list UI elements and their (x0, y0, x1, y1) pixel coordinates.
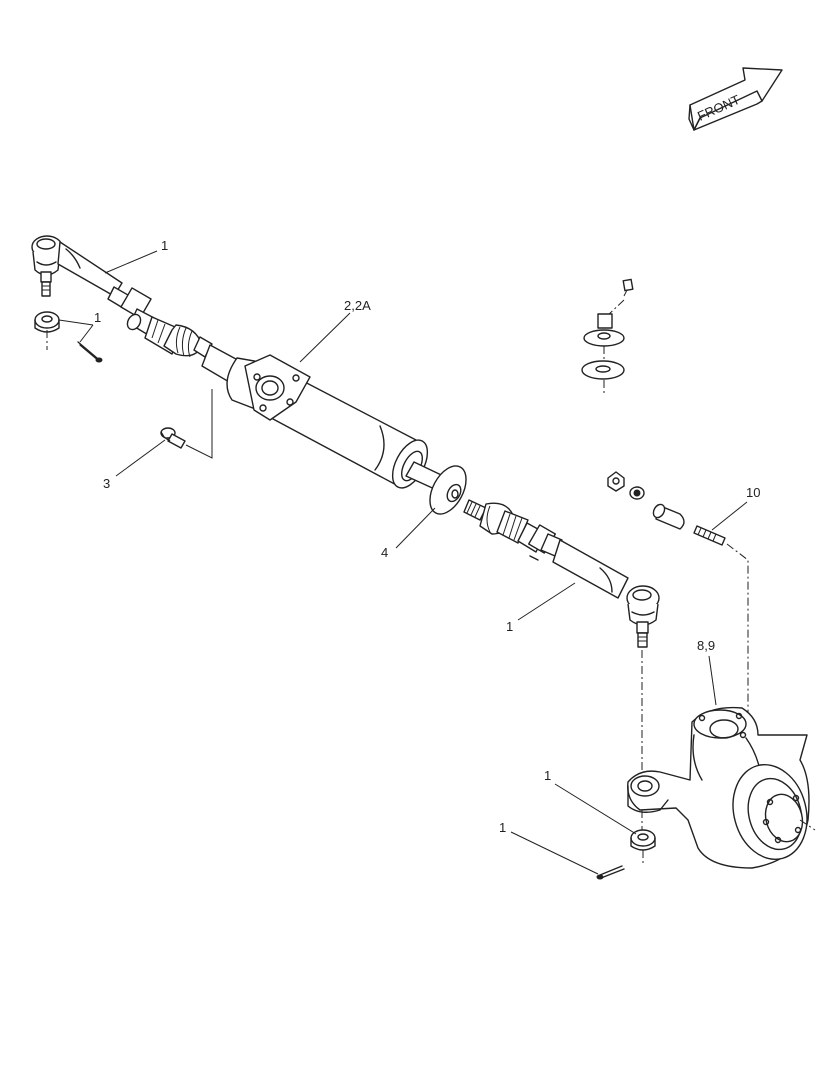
right-rod-joint (463, 499, 563, 561)
callout-10-pin: 10 (746, 485, 760, 500)
callout-1-left-nut: 1 (94, 310, 101, 325)
trunnion-bolt (160, 389, 213, 459)
callout-1-top-rod: 1 (161, 238, 168, 253)
steering-cylinder-barrel (201, 344, 457, 497)
left-cotter-pin (77, 341, 103, 363)
callout-1-cotter-pin: 1 (499, 820, 506, 835)
callout-4-seal: 4 (381, 545, 388, 560)
kingpin-stack (607, 471, 749, 720)
left-tie-rod-end (31, 235, 123, 297)
rod-seal-washer (429, 465, 467, 515)
front-arrow: FRONT (688, 67, 783, 131)
left-rod-joint (107, 286, 213, 358)
callout-8-9-knuckle: 8,9 (697, 638, 715, 653)
right-tie-rod-end (552, 539, 660, 830)
right-castle-nut (630, 829, 656, 864)
callout-leaders (58, 250, 748, 875)
callout-2-2a-cylinder: 2,2A (344, 298, 371, 313)
steering-knuckle (627, 706, 816, 869)
right-cotter-pin (596, 865, 625, 880)
callout-3-bolt: 3 (103, 476, 110, 491)
grease-fitting-assembly (581, 278, 634, 396)
left-castle-nut (34, 311, 60, 350)
callout-1-right-nut: 1 (544, 768, 551, 783)
callout-1-right-rod: 1 (506, 619, 513, 634)
callout-labels: 1 1 2,2A 3 4 10 1 8,9 1 1 (94, 238, 760, 835)
